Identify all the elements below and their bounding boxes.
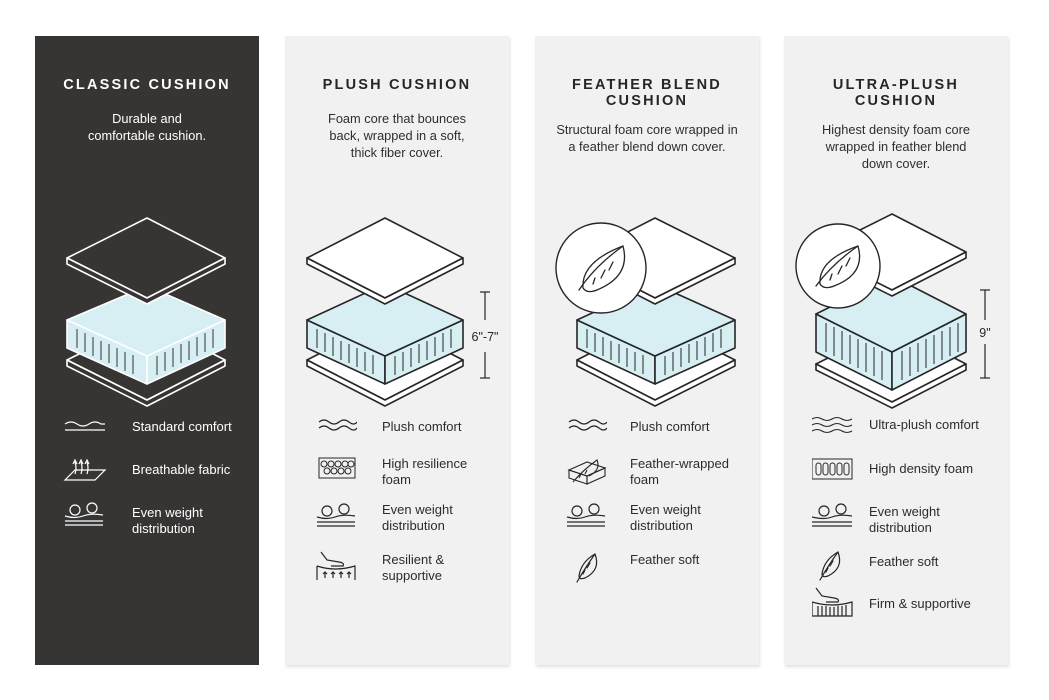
feature-label: Breathable fabric (132, 462, 231, 477)
panel-title: PLUSH CUSHION (322, 77, 472, 93)
dimension-label: 6"-7" (472, 330, 499, 344)
panel-ultra-plush-cushion: ULTRA-PLUSH CUSHION Highest density foam… (784, 36, 1008, 665)
feature-label: Feather soft (869, 554, 939, 569)
feather-badge-icon (795, 223, 881, 309)
cushion-layers-illustration: 6"-7" (306, 217, 499, 407)
feature-label: Feather soft (630, 552, 700, 567)
feature-item: Even weight distribution (535, 502, 759, 536)
density-foam-icon (812, 458, 853, 480)
feature-item: High resilience foam (285, 456, 509, 490)
dimension-label: 9" (979, 326, 990, 340)
feature-item: High density foam (784, 457, 1008, 491)
wave-lines-icon (318, 419, 357, 431)
panel-plush-cushion: PLUSH CUSHION Foam core that bounces bac… (285, 36, 509, 665)
feather-wrapped-icon (567, 459, 607, 485)
feature-label: Plush comfort (382, 419, 462, 434)
feature-item: Plush comfort (285, 418, 509, 452)
feature-item: Firm & supportive (784, 586, 1008, 620)
cushion-layers-illustration: 9" (795, 213, 991, 409)
feature-label: Firm & supportive (869, 596, 971, 611)
feature-item: Standard comfort (35, 418, 259, 452)
feature-item: Even weight distribution (285, 502, 509, 536)
feature-label: Resilient & supportive (382, 552, 445, 583)
pressing-hand-icon (812, 587, 853, 617)
feature-label: Feather-wrapped foam (630, 456, 729, 487)
feature-label: Ultra-plush comfort (869, 417, 979, 432)
feature-item: Ultra-plush comfort (784, 416, 1008, 450)
feature-item: Breathable fabric (35, 454, 259, 488)
feature-item: Feather soft (535, 550, 759, 584)
panel-feather-blend-cushion: FEATHER BLEND CUSHION Structural foam co… (535, 36, 759, 665)
weight-balls-icon (812, 503, 853, 527)
feature-item: Feather-wrapped foam (535, 456, 759, 490)
feature-label: Even weight distribution (869, 504, 940, 535)
feature-label: Even weight distribution (382, 502, 453, 533)
panel-description: Structural foam core wrapped in a feathe… (556, 122, 738, 154)
feather-badge-icon (555, 222, 647, 314)
feature-label: Standard comfort (132, 419, 232, 434)
pressing-hand-icon (316, 551, 356, 580)
feature-item: Plush comfort (535, 418, 759, 452)
panel-title: FEATHER BLEND CUSHION (572, 77, 722, 109)
wave-lines-icon (64, 421, 105, 431)
triple-wave-icon (812, 416, 853, 434)
feature-label: High resilience foam (382, 456, 468, 487)
cushion-layers-illustration (66, 217, 226, 407)
feature-item: Resilient & supportive (285, 550, 509, 584)
feature-label: Even weight distribution (630, 502, 701, 533)
feather-icon (576, 553, 598, 583)
panel-description: Foam core that bounces back, wrapped in … (328, 111, 466, 160)
feature-item: Feather soft (784, 548, 1008, 582)
weight-balls-icon (566, 503, 606, 527)
panel-classic-cushion: CLASSIC CUSHION Durable and comfortable … (35, 36, 259, 665)
weight-balls-icon (316, 503, 356, 527)
feature-item: Even weight distribution (784, 502, 1008, 536)
panel-description: Durable and comfortable cushion. (87, 111, 207, 143)
feature-label: Plush comfort (630, 419, 710, 434)
wave-lines-icon (568, 419, 607, 431)
panel-title: ULTRA-PLUSH CUSHION (832, 77, 960, 109)
feather-icon (819, 551, 841, 581)
honeycomb-foam-icon (318, 457, 356, 479)
feature-label: Even weight distribution (132, 505, 203, 536)
feature-item: Even weight distribution (35, 501, 259, 536)
cushion-layers-illustration (555, 217, 736, 407)
weight-balls-icon (64, 502, 104, 526)
breathable-fabric-icon (63, 458, 107, 481)
feature-label: High density foam (869, 461, 974, 476)
panel-description: Highest density foam core wrapped in fea… (822, 122, 970, 171)
panel-title: CLASSIC CUSHION (63, 77, 231, 93)
